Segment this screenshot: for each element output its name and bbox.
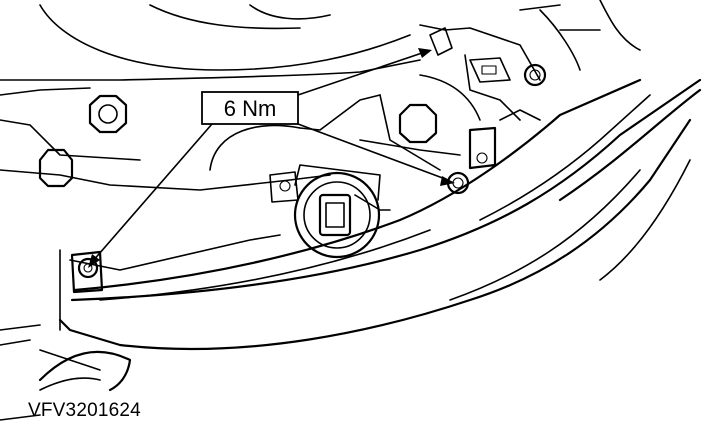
inner-panel bbox=[0, 54, 521, 191]
torque-value-label: 6 Nm bbox=[224, 96, 277, 121]
leader-arrows bbox=[88, 48, 455, 268]
panel-bolt-left bbox=[88, 94, 128, 134]
panel-bolt-right bbox=[398, 103, 438, 144]
arrowhead-left bbox=[88, 254, 100, 268]
torque-callout-box bbox=[201, 91, 299, 125]
right-mounting-bracket bbox=[446, 109, 541, 195]
bulb-holder bbox=[293, 164, 391, 259]
torque-callout: 6 Nm bbox=[201, 91, 299, 125]
upper-bracket bbox=[429, 27, 511, 83]
arrowhead-right bbox=[440, 176, 455, 186]
top-headlamp-fixing bbox=[269, 171, 299, 203]
arrowhead-top bbox=[418, 48, 432, 58]
upper-body-outline bbox=[0, 0, 641, 96]
lower-bumper-outline bbox=[0, 377, 101, 421]
leader-arrow-right bbox=[297, 123, 449, 181]
headlamp-housing bbox=[0, 78, 702, 392]
panel-bolt-middle bbox=[38, 148, 74, 188]
leader-arrow-left bbox=[91, 123, 213, 263]
figure-code: VFV3201624 bbox=[28, 400, 141, 421]
leader-arrow-top bbox=[297, 51, 426, 96]
left-headlamp-fixing bbox=[70, 250, 104, 294]
upper-right-bolt bbox=[523, 63, 547, 87]
